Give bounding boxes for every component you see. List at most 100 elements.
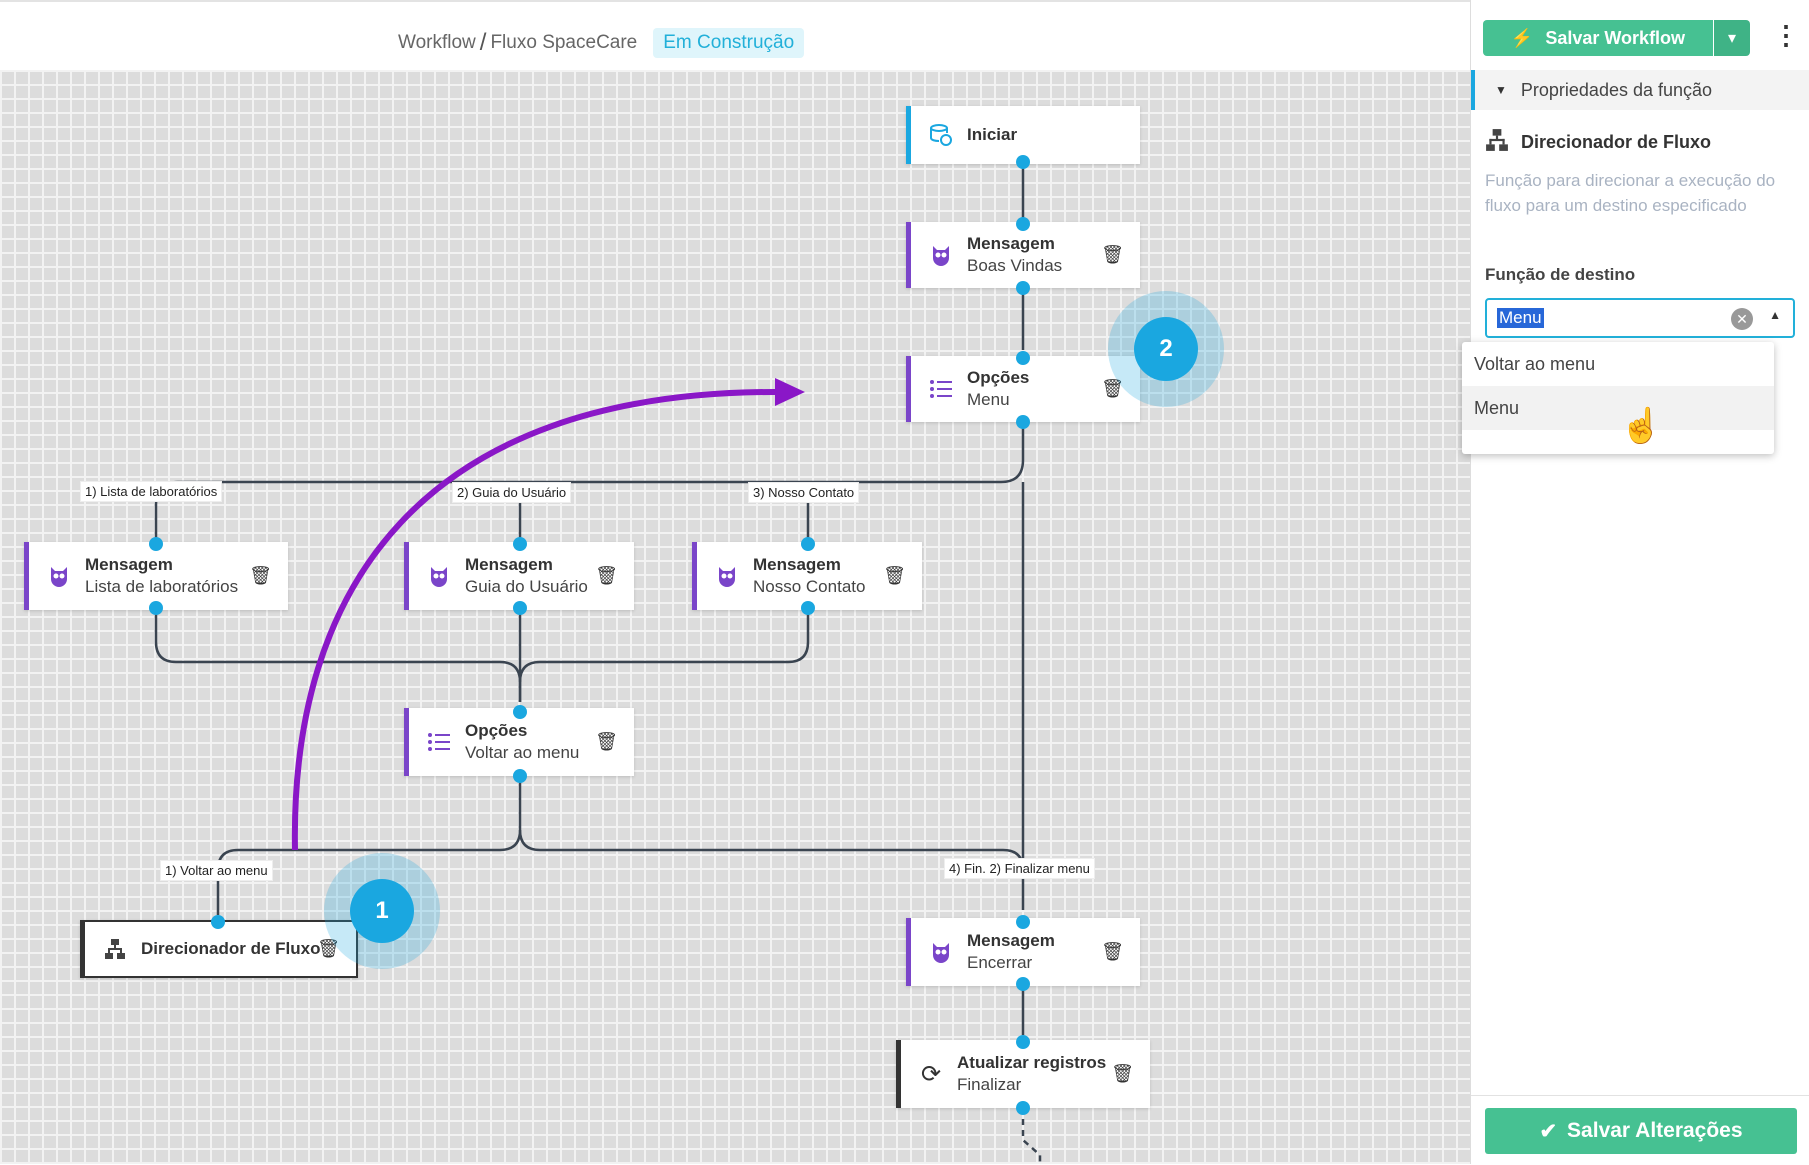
save-changes-button[interactable]: ✔ Salvar Alterações xyxy=(1485,1108,1797,1154)
connector-dot[interactable] xyxy=(1016,415,1030,429)
target-function-select[interactable]: Menu ✕ ▲ xyxy=(1485,298,1795,338)
chevron-down-icon[interactable]: ▾ xyxy=(1713,20,1750,56)
node-title: Mensagem xyxy=(85,555,173,574)
connector-dot[interactable] xyxy=(149,601,163,615)
save-workflow-split-button: ⚡ Salvar Workflow ▾ xyxy=(1483,20,1750,56)
lightning-icon: ⚡ xyxy=(1510,27,1534,48)
breadcrumb-root[interactable]: Workflow xyxy=(398,32,476,53)
annotation-arrow xyxy=(291,388,781,851)
owl-icon xyxy=(427,564,451,588)
refresh-icon: ⟳ xyxy=(920,1060,942,1088)
node-subtitle: Encerrar xyxy=(967,953,1033,972)
node-subtitle: Menu xyxy=(967,390,1010,409)
caret-up-icon[interactable]: ▲ xyxy=(1769,308,1781,322)
connections xyxy=(154,162,1042,1164)
list-icon xyxy=(427,730,451,754)
more-options-icon[interactable]: ⋮ xyxy=(1773,20,1799,50)
function-name: Direcionador de Fluxo xyxy=(1485,128,1711,157)
clear-icon[interactable]: ✕ xyxy=(1731,308,1753,330)
status-badge: Em Construção xyxy=(653,28,805,58)
connector-dot[interactable] xyxy=(1016,1035,1030,1049)
section-title: Propriedades da função xyxy=(1520,79,1713,100)
node-title: Direcionador de Fluxo xyxy=(141,939,321,958)
connector-dot[interactable] xyxy=(149,537,163,551)
connector-dot[interactable] xyxy=(513,769,527,783)
target-function-dropdown: Voltar ao menu Menu ☝ xyxy=(1462,342,1774,454)
trash-icon[interactable]: 🗑 xyxy=(249,565,272,586)
annotation-arrow-head xyxy=(775,378,805,406)
connector-dot[interactable] xyxy=(801,537,815,551)
connector-dot[interactable] xyxy=(1016,217,1030,231)
step-number: 1 xyxy=(350,879,414,943)
trash-icon[interactable]: 🗑 xyxy=(1101,941,1124,962)
connector-dot[interactable] xyxy=(1016,155,1030,169)
dropdown-option[interactable]: Menu xyxy=(1462,386,1774,430)
owl-icon xyxy=(929,940,953,964)
node-subtitle: Voltar ao menu xyxy=(465,743,580,762)
dropdown-option[interactable]: Voltar ao menu xyxy=(1474,353,1596,374)
node-title: Mensagem xyxy=(967,931,1055,950)
edge-label-voltar: 1) Voltar ao menu xyxy=(160,860,273,881)
node-title: Mensagem xyxy=(967,234,1055,253)
function-name-label: Direcionador de Fluxo xyxy=(1521,132,1712,152)
trash-icon[interactable]: 🗑 xyxy=(595,565,618,586)
node-title: Mensagem xyxy=(753,555,841,574)
breadcrumb-separator: / xyxy=(479,29,487,56)
list-icon xyxy=(929,377,953,401)
trash-icon[interactable]: 🗑 xyxy=(317,938,340,959)
connector-dot[interactable] xyxy=(211,915,225,929)
node-iniciar[interactable]: Iniciar xyxy=(906,106,1140,164)
connector-dot[interactable] xyxy=(513,537,527,551)
target-function-label: Função de destino xyxy=(1485,265,1636,284)
connector-dot[interactable] xyxy=(1016,915,1030,929)
trash-icon[interactable]: 🗑 xyxy=(1111,1063,1134,1084)
trash-icon[interactable]: 🗑 xyxy=(595,731,618,752)
breadcrumb-current: Fluxo SpaceCare xyxy=(490,32,638,53)
sitemap-icon xyxy=(103,937,127,961)
target-function-value[interactable]: Menu xyxy=(1497,308,1544,328)
step-marker-2: 2 xyxy=(1108,291,1224,407)
sitemap-icon xyxy=(1485,128,1509,157)
node-title: Mensagem xyxy=(465,555,553,574)
node-title: Opções xyxy=(465,721,528,740)
connector-dot[interactable] xyxy=(801,601,815,615)
node-subtitle: Lista de laboratórios xyxy=(85,577,239,596)
save-changes-label: Salvar Alterações xyxy=(1567,1119,1743,1142)
edge-menu-branches xyxy=(154,422,1025,505)
section-header-properties[interactable]: ▼ Propriedades da função xyxy=(1471,70,1809,110)
connector-dot[interactable] xyxy=(1016,351,1030,365)
node-subtitle: Guia do Usuário xyxy=(465,577,588,596)
save-workflow-button[interactable]: ⚡ Salvar Workflow xyxy=(1483,20,1713,56)
node-subtitle: Boas Vindas xyxy=(967,256,1063,275)
owl-icon xyxy=(929,243,953,267)
node-subtitle: Nosso Contato xyxy=(753,577,866,596)
trash-icon[interactable]: 🗑 xyxy=(1101,378,1124,399)
connector-dot[interactable] xyxy=(1016,977,1030,991)
properties-panel: ⚡ Salvar Workflow ▾ ⋮ ▼ Propriedades da … xyxy=(1470,0,1809,1164)
save-workflow-label: Salvar Workflow xyxy=(1545,27,1686,48)
check-icon: ✔ xyxy=(1539,1119,1558,1143)
owl-icon xyxy=(715,564,739,588)
edge-label-finalizar: 4) Fin. 2) Finalizar menu xyxy=(944,858,1095,879)
connector-dot[interactable] xyxy=(1016,281,1030,295)
caret-down-icon: ▼ xyxy=(1495,83,1507,97)
connector-dot[interactable] xyxy=(513,705,527,719)
hand-cursor-icon: ☝ xyxy=(1620,407,1663,445)
trash-icon[interactable]: 🗑 xyxy=(1101,244,1124,265)
node-title: Atualizar registros xyxy=(957,1053,1107,1072)
edge-contato-voltar xyxy=(518,610,810,683)
trash-icon[interactable]: 🗑 xyxy=(883,565,906,586)
connector-dot[interactable] xyxy=(1016,1101,1030,1115)
connector-dot[interactable] xyxy=(513,601,527,615)
edge-label-contato: 3) Nosso Contato xyxy=(748,482,860,503)
step-marker-1: 1 xyxy=(324,853,440,969)
